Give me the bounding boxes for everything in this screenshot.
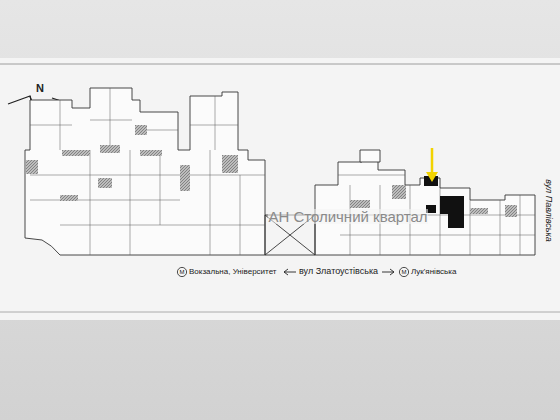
watermark: АН Столичний квартал xyxy=(268,209,427,224)
wall xyxy=(500,200,501,255)
highlighted-unit xyxy=(424,176,464,228)
wall xyxy=(60,100,61,150)
sheet xyxy=(0,58,560,320)
direction-arrow xyxy=(284,269,296,275)
metro-letter: М xyxy=(402,269,407,275)
frame-line xyxy=(0,64,560,65)
wall xyxy=(340,235,535,236)
wall xyxy=(110,88,111,150)
street-name: вул Павлівська xyxy=(544,179,553,241)
wall xyxy=(30,200,180,201)
wall xyxy=(30,125,72,126)
pointer-arrow xyxy=(426,172,438,182)
metro-station: Лук'янівська xyxy=(411,268,456,276)
wall xyxy=(130,150,131,255)
metro-symbol xyxy=(177,267,186,276)
wall xyxy=(190,125,238,126)
metro-station: Вокзальна, Університет xyxy=(189,268,277,276)
direction-arrow xyxy=(382,269,394,275)
wall xyxy=(90,120,132,121)
north-label: N xyxy=(36,83,44,94)
building-outlines xyxy=(25,88,535,255)
room-walls xyxy=(30,88,535,255)
wall xyxy=(60,225,265,226)
wall xyxy=(240,175,241,255)
wall xyxy=(520,195,521,255)
frame-line xyxy=(0,312,560,313)
wall xyxy=(338,175,405,176)
wall xyxy=(210,150,211,255)
wall xyxy=(160,150,161,225)
metro-letter: М xyxy=(180,269,185,275)
street-name: вул Златоустівська xyxy=(299,267,378,276)
metro-symbol xyxy=(399,267,408,276)
wall xyxy=(215,96,216,150)
wall xyxy=(30,175,265,176)
wall xyxy=(90,150,91,255)
